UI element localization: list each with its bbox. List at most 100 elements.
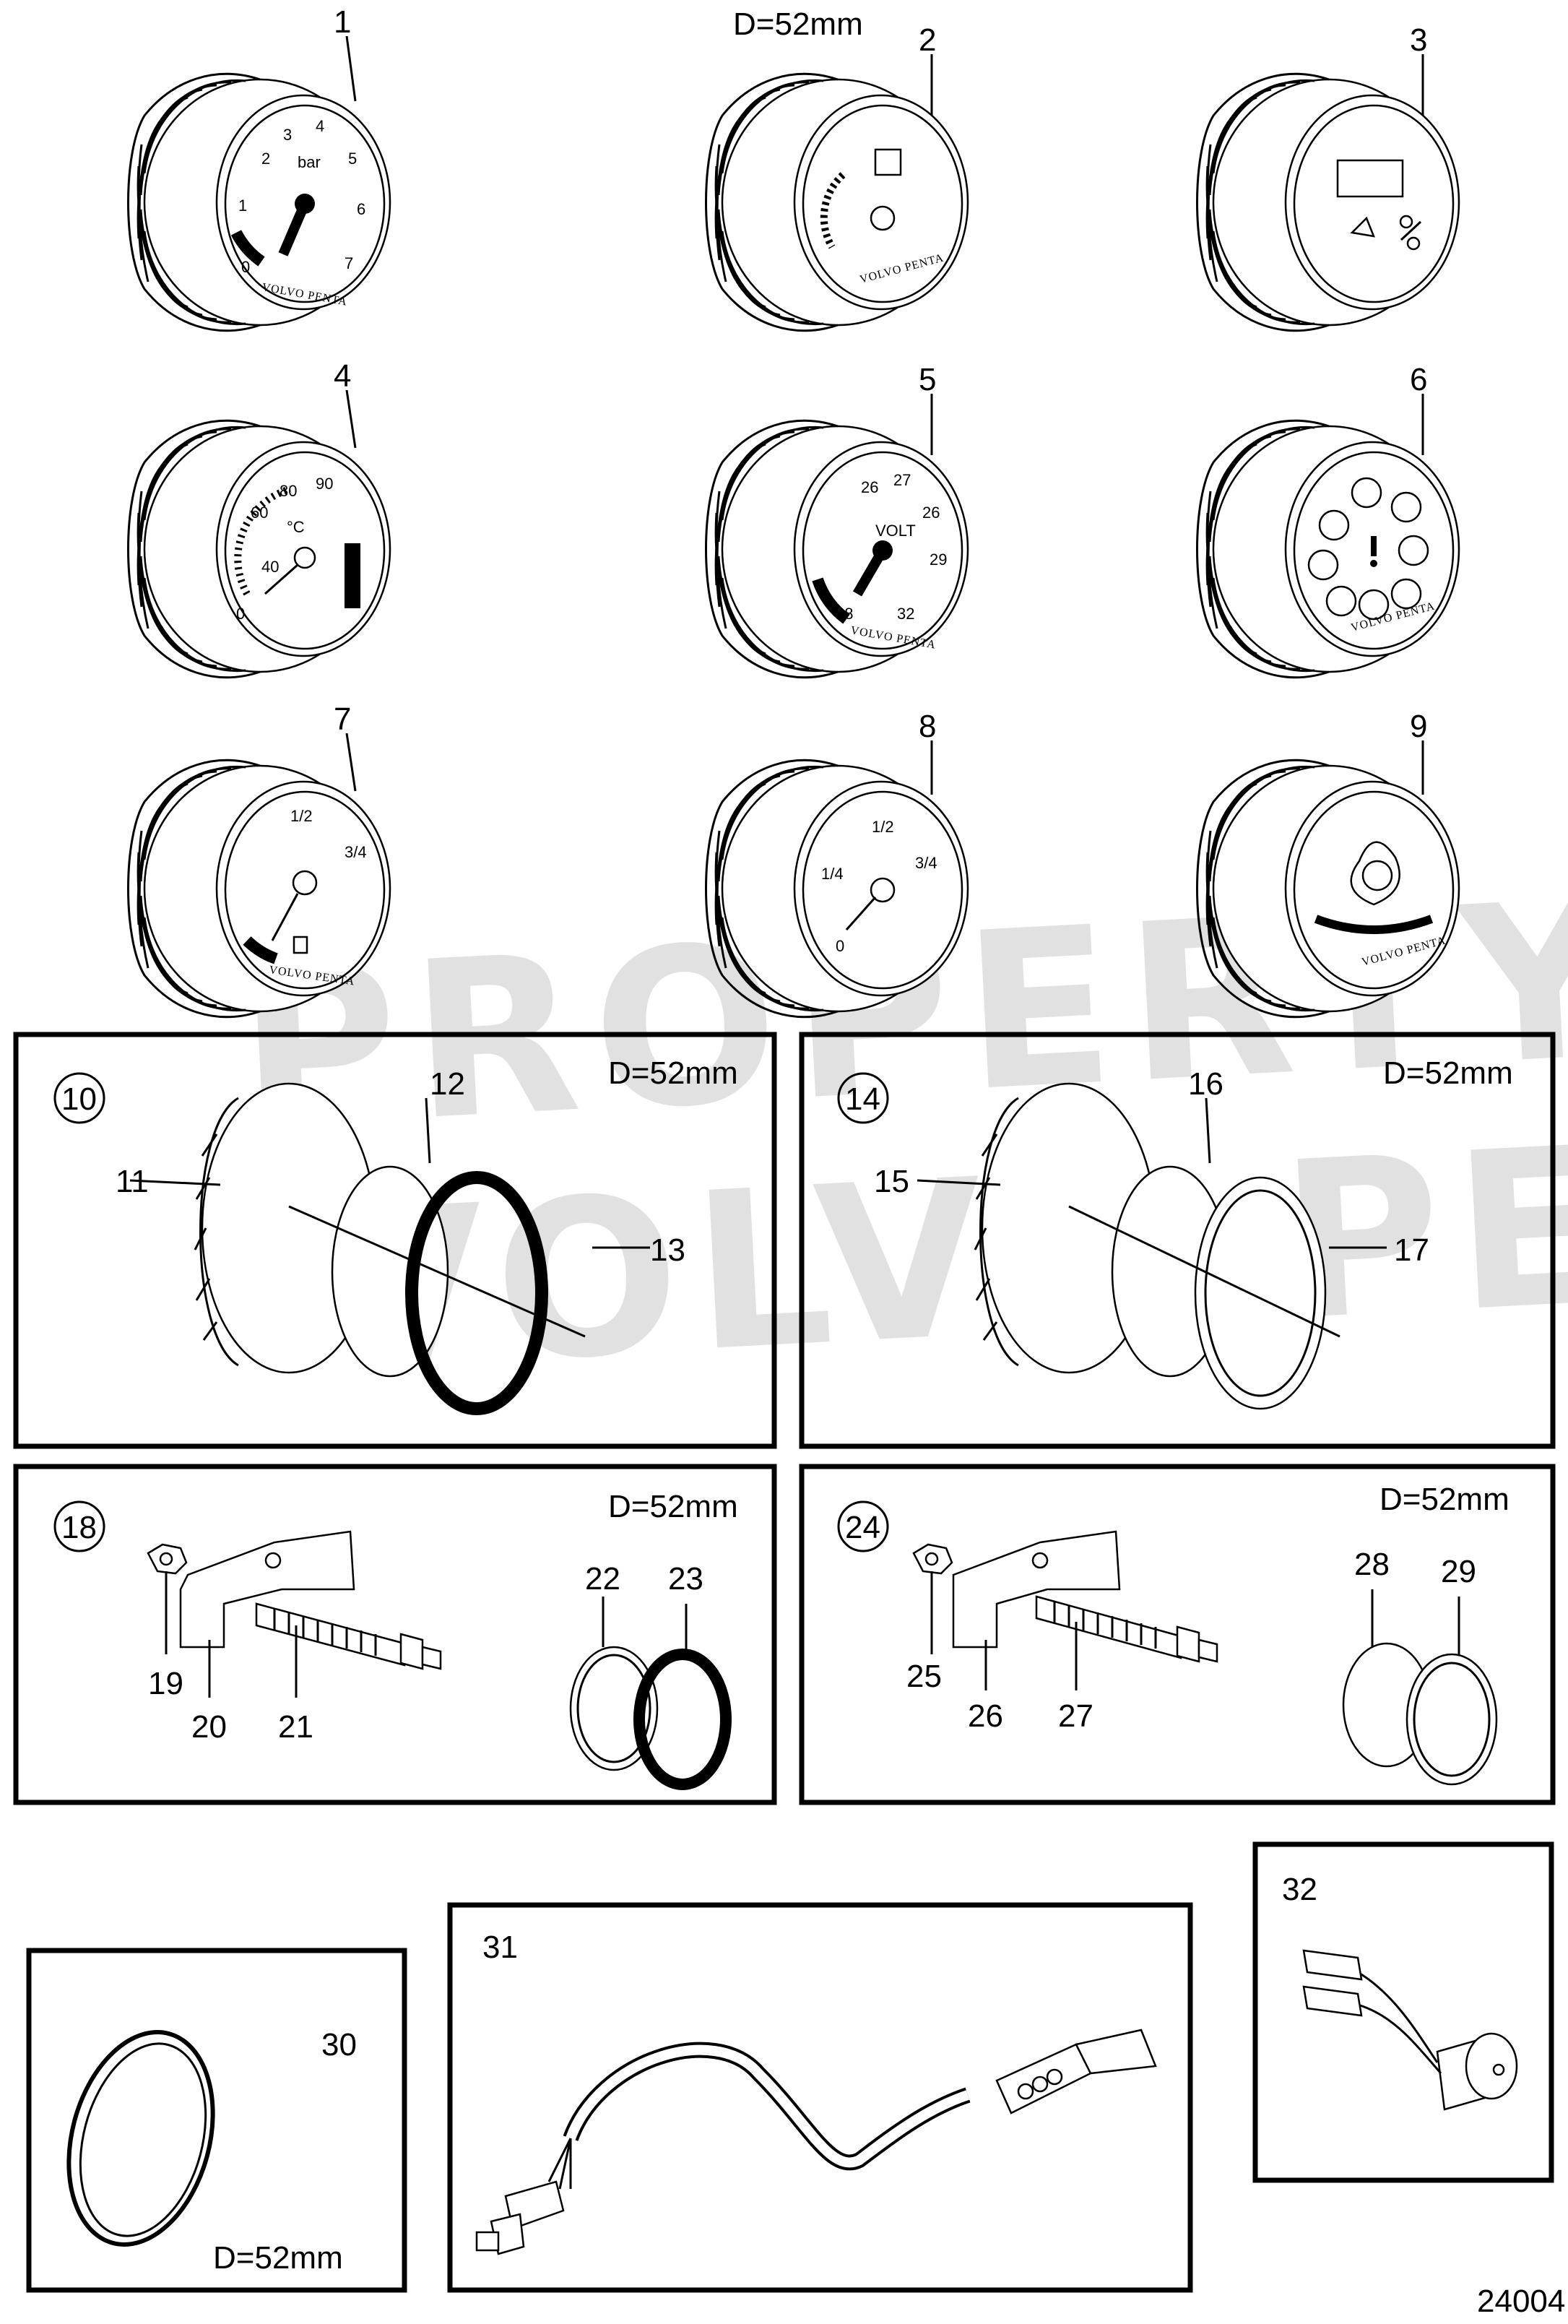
part-25-label: 25 — [906, 1659, 942, 1694]
gauge-6-warning-light-3 — [1318, 509, 1350, 541]
part-22-label: 22 — [585, 1561, 620, 1597]
gauge-4-tick-3: 80 — [280, 482, 297, 500]
part-13-label: 13 — [650, 1232, 685, 1268]
kit-18-circle — [53, 1500, 105, 1552]
drawing-number: 24004 — [1477, 2284, 1565, 2319]
gauge-1-tick-2: 2 — [261, 150, 270, 168]
part-17-label: 17 — [1394, 1232, 1429, 1268]
gauge-4-tick-2: 60 — [251, 504, 268, 522]
part-11-label: 11 — [116, 1164, 149, 1199]
gauge-1-tick-6: 6 — [357, 200, 365, 218]
part-23-label: 23 — [668, 1561, 703, 1597]
gauge-1-tick-0: 0 — [241, 258, 250, 276]
gauge-8-tick-3: 0 — [836, 937, 844, 955]
gauge-8: 1/2 1/4 3/4 0 — [705, 759, 969, 1019]
kit-14-panel: 14 D=52mm 15 16 17 — [799, 1032, 1556, 1449]
part-31-panel: 31 — [447, 1902, 1193, 2293]
gauge-7: 1/2 3/4 VOLVO PENTA — [127, 759, 391, 1019]
gauge-7-tick-0: 1/2 — [290, 807, 313, 825]
gauge-5-tick-0: 18 — [836, 605, 853, 623]
gauge-1-unit: bar — [298, 153, 321, 171]
part-21-label: 21 — [278, 1709, 313, 1745]
gauge-1-tick-4: 4 — [316, 117, 324, 135]
gauge-7-fuel-icon — [293, 936, 308, 954]
gauge-2-seat-icon — [874, 148, 902, 176]
gauge-3-number: 3 — [1410, 22, 1427, 58]
kit-18-dimension: D=52mm — [608, 1489, 738, 1524]
part-26-label: 26 — [968, 1698, 1003, 1734]
gauge-6-warning-light-8 — [1358, 589, 1390, 621]
gauge-1-number: 1 — [334, 4, 351, 40]
gauge-6-exclamation-icon — [1371, 536, 1377, 556]
gauge-5-tick-2: 27 — [893, 471, 911, 489]
gauge-6-number: 6 — [1410, 362, 1427, 397]
gauge-6-warning-light-1 — [1351, 477, 1382, 509]
gauge-9-number: 9 — [1410, 709, 1427, 744]
kit-18-panel: 18 D=52mm 19 20 21 22 23 — [13, 1464, 777, 1805]
part-30-panel: 30 D=52mm — [26, 1948, 407, 2293]
bracket-20 — [179, 1530, 355, 1649]
gauge-1: bar 0 1 2 3 4 5 6 7 VOLVO PENTA — [127, 72, 391, 332]
part-30-label: 30 — [321, 2027, 357, 2062]
gauge-5: VOLT 18 26 27 26 29 32 VOLVO PENTA — [705, 419, 969, 679]
part-32-label: 32 — [1282, 1872, 1317, 1907]
bezel-30 — [66, 2030, 215, 2247]
kit-24-circle — [837, 1500, 889, 1552]
gasket-12 — [331, 1165, 449, 1378]
bolt-21 — [255, 1602, 406, 1667]
gauge-7-number: 7 — [334, 701, 351, 737]
gauge-5-tick-1: 26 — [861, 478, 878, 496]
kit-10-circle-label: 10 — [61, 1081, 97, 1117]
gauge-6-warning-light-2 — [1390, 491, 1422, 523]
bezel-29 — [1405, 1653, 1498, 1786]
bracket-26 — [952, 1530, 1121, 1649]
top-dimension-label: D=52mm — [733, 7, 863, 42]
gauge-6-warning-light-6 — [1390, 578, 1422, 610]
gauge-5-unit: VOLT — [875, 522, 916, 540]
part-15-label: 15 — [874, 1164, 909, 1199]
gauge-3-display — [1336, 159, 1404, 198]
seal-23 — [633, 1649, 732, 1790]
kit-14-circle-label: 14 — [845, 1081, 880, 1117]
part-12-label: 12 — [430, 1066, 465, 1102]
part-28-label: 28 — [1354, 1547, 1390, 1582]
gauge-3 — [1196, 72, 1460, 332]
kit-18-circle-label: 18 — [61, 1510, 97, 1545]
gauge-8-tick-0: 1/2 — [872, 818, 894, 836]
gauge-8-tick-1: 1/4 — [821, 865, 844, 883]
gauge-6-warning-light-4 — [1398, 535, 1429, 566]
kit-10-panel: 10 D=52mm 11 12 13 — [13, 1032, 777, 1449]
gauge-2-number: 2 — [919, 22, 936, 58]
part-29-label: 29 — [1441, 1554, 1476, 1589]
kit-24-dimension: D=52mm — [1379, 1482, 1509, 1517]
part-30-dimension: D=52mm — [213, 2240, 343, 2276]
gauge-5-tick-4: 29 — [930, 550, 947, 569]
gauge-6: VOLVO PENTA — [1196, 419, 1460, 679]
gauge-5-number: 5 — [919, 362, 936, 397]
bolt-27 — [1035, 1595, 1182, 1659]
part-16-label: 16 — [1188, 1066, 1223, 1102]
gauge-4: °C 0 40 60 80 90 — [127, 419, 391, 679]
part-32-panel: 32 — [1252, 1841, 1554, 2183]
gauge-5-tick-3: 26 — [922, 504, 940, 522]
kit-10-dimension: D=52mm — [608, 1055, 738, 1091]
kit-24-circle-label: 24 — [845, 1510, 880, 1545]
gauge-7-tick-1: 3/4 — [345, 843, 367, 861]
gauge-9: VOLVO PENTA — [1196, 759, 1460, 1019]
gauge-4-unit: °C — [287, 518, 305, 536]
gauge-8-number: 8 — [919, 709, 936, 744]
part-27-label: 27 — [1058, 1698, 1093, 1734]
gauge-4-tick-1: 40 — [261, 558, 279, 576]
gauge-6-warning-light-5 — [1307, 549, 1339, 581]
gauge-4-number: 4 — [334, 358, 351, 394]
kit-14-dimension: D=52mm — [1383, 1055, 1513, 1091]
buzzer-32 — [1302, 1949, 1518, 2111]
kit-14-circle — [837, 1072, 889, 1124]
connector-right — [995, 2029, 1157, 2115]
connector-left — [475, 2138, 572, 2255]
gauge-1-tick-7: 7 — [345, 254, 353, 272]
kit-10-circle — [53, 1072, 105, 1124]
gauge-1-tick-5: 5 — [348, 150, 357, 168]
gauge-8-tick-2: 3/4 — [915, 854, 937, 872]
